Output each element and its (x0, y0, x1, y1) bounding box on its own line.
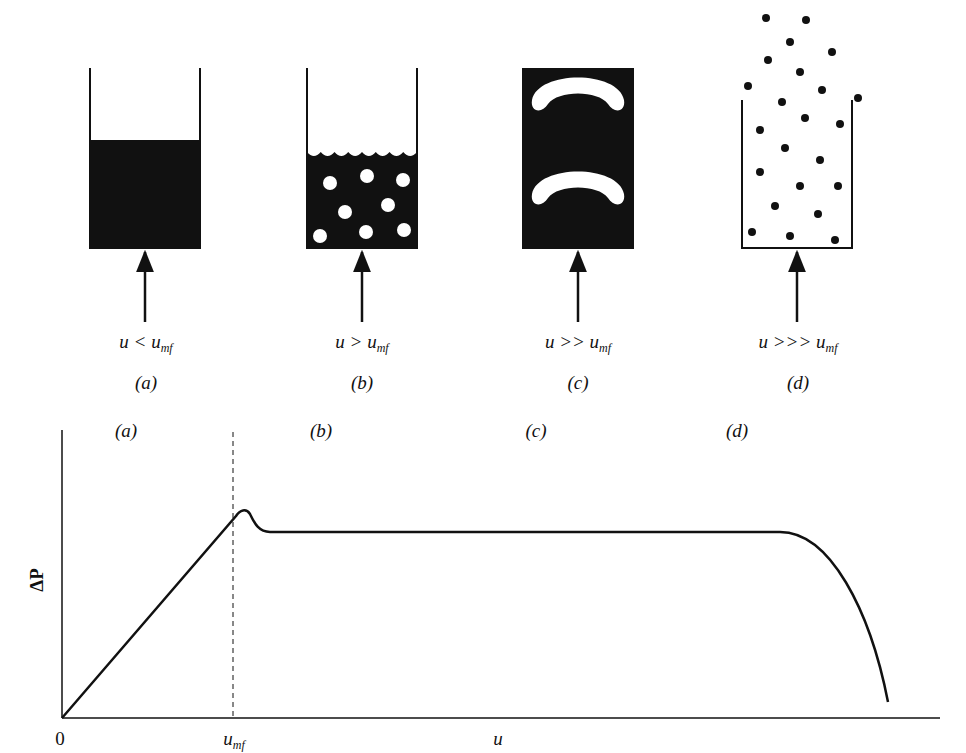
panel-letter: (a) (135, 373, 157, 392)
panel-letter: (c) (567, 373, 588, 392)
regime-letter: (b) (310, 421, 332, 440)
panel-letter: (b) (351, 373, 373, 392)
pneumatic-transport (742, 14, 862, 248)
bubbling-bed (307, 68, 417, 248)
pressure-drop-chart (62, 430, 940, 718)
axis-label: u (493, 729, 503, 748)
velocity-condition: u >>> umf (759, 332, 838, 354)
axis-origin: 0 (55, 729, 65, 748)
panel-letter: (d) (787, 373, 809, 392)
regime-letter: (d) (726, 421, 748, 440)
regime-letter: (a) (115, 421, 137, 440)
axis-tick-label: umf (223, 729, 245, 751)
velocity-condition: u > umf (335, 332, 388, 354)
regime-letter: (c) (525, 421, 546, 440)
flow-arrow (145, 252, 797, 322)
velocity-condition: u >> umf (545, 332, 611, 354)
velocity-condition: u < umf (119, 332, 172, 354)
axis-label: ΔP (27, 568, 46, 592)
slugging-bed (523, 68, 633, 248)
fixed-bed (90, 68, 200, 248)
